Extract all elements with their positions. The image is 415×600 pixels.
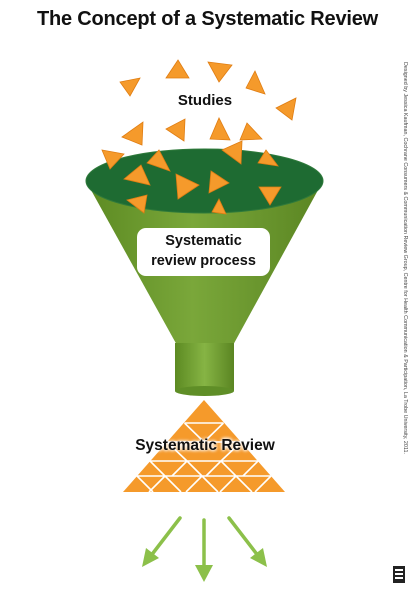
- arrow-left: [148, 516, 182, 559]
- studies-label: Studies: [177, 92, 233, 109]
- systematic-review-label: Systematic Review: [135, 437, 275, 454]
- review-pyramid: [123, 400, 285, 493]
- diagram-title: The Concept of a Systematic Review: [36, 8, 379, 30]
- output-arrows: [142, 516, 267, 582]
- studies-triangles: [119, 59, 297, 146]
- credit-text: Designed by Jessica Kaufman, Cochrane Co…: [402, 62, 408, 454]
- arrow-right: [227, 516, 261, 559]
- process-label-line1: Systematic: [165, 233, 242, 249]
- funnel-triangles: [101, 140, 282, 215]
- license-badge-icon: [393, 566, 405, 583]
- process-label: Systematic review process: [137, 228, 270, 276]
- process-label-line2: review process: [151, 253, 256, 269]
